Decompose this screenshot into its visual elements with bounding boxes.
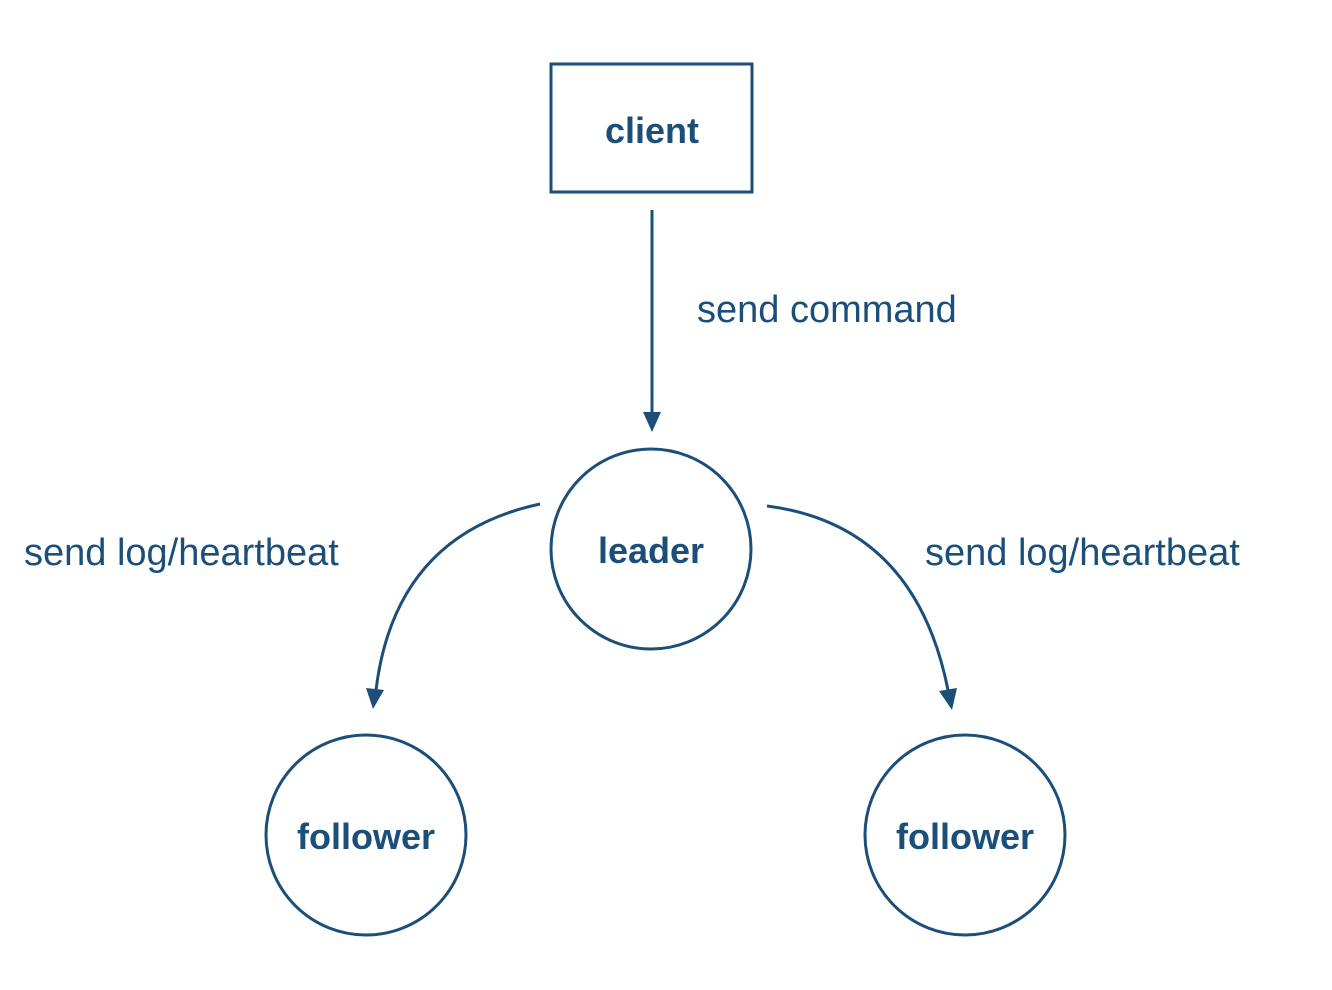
edge-leader-left-label: send log/heartbeat (24, 532, 339, 574)
edge-client-leader-label: send command (697, 289, 957, 331)
follower-right-circle (863, 733, 1067, 937)
edge-leader-right-label: send log/heartbeat (925, 532, 1240, 574)
edge-leader-right-curve (766, 504, 950, 691)
leader-node: leader (549, 447, 753, 651)
follower-right-node: follower (863, 733, 1067, 937)
leader-label: leader (598, 530, 704, 571)
edge-leader-right: send log/heartbeat (766, 504, 1240, 710)
client-box (549, 62, 754, 194)
arrowhead-left-follower (366, 688, 384, 709)
arrowhead-right-follower (939, 688, 957, 710)
leader-circle (549, 447, 753, 651)
edge-leader-left-curve (374, 502, 541, 691)
client-label: client (605, 110, 699, 151)
edge-client-leader: send command (643, 210, 957, 432)
edge-leader-left: send log/heartbeat (24, 502, 541, 709)
follower-left-label: follower (297, 816, 435, 857)
follower-right-label: follower (896, 816, 1034, 857)
follower-left-node: follower (264, 733, 468, 937)
client-node: client (549, 62, 754, 194)
arrowhead-leader (643, 412, 661, 432)
follower-left-circle (264, 733, 468, 937)
